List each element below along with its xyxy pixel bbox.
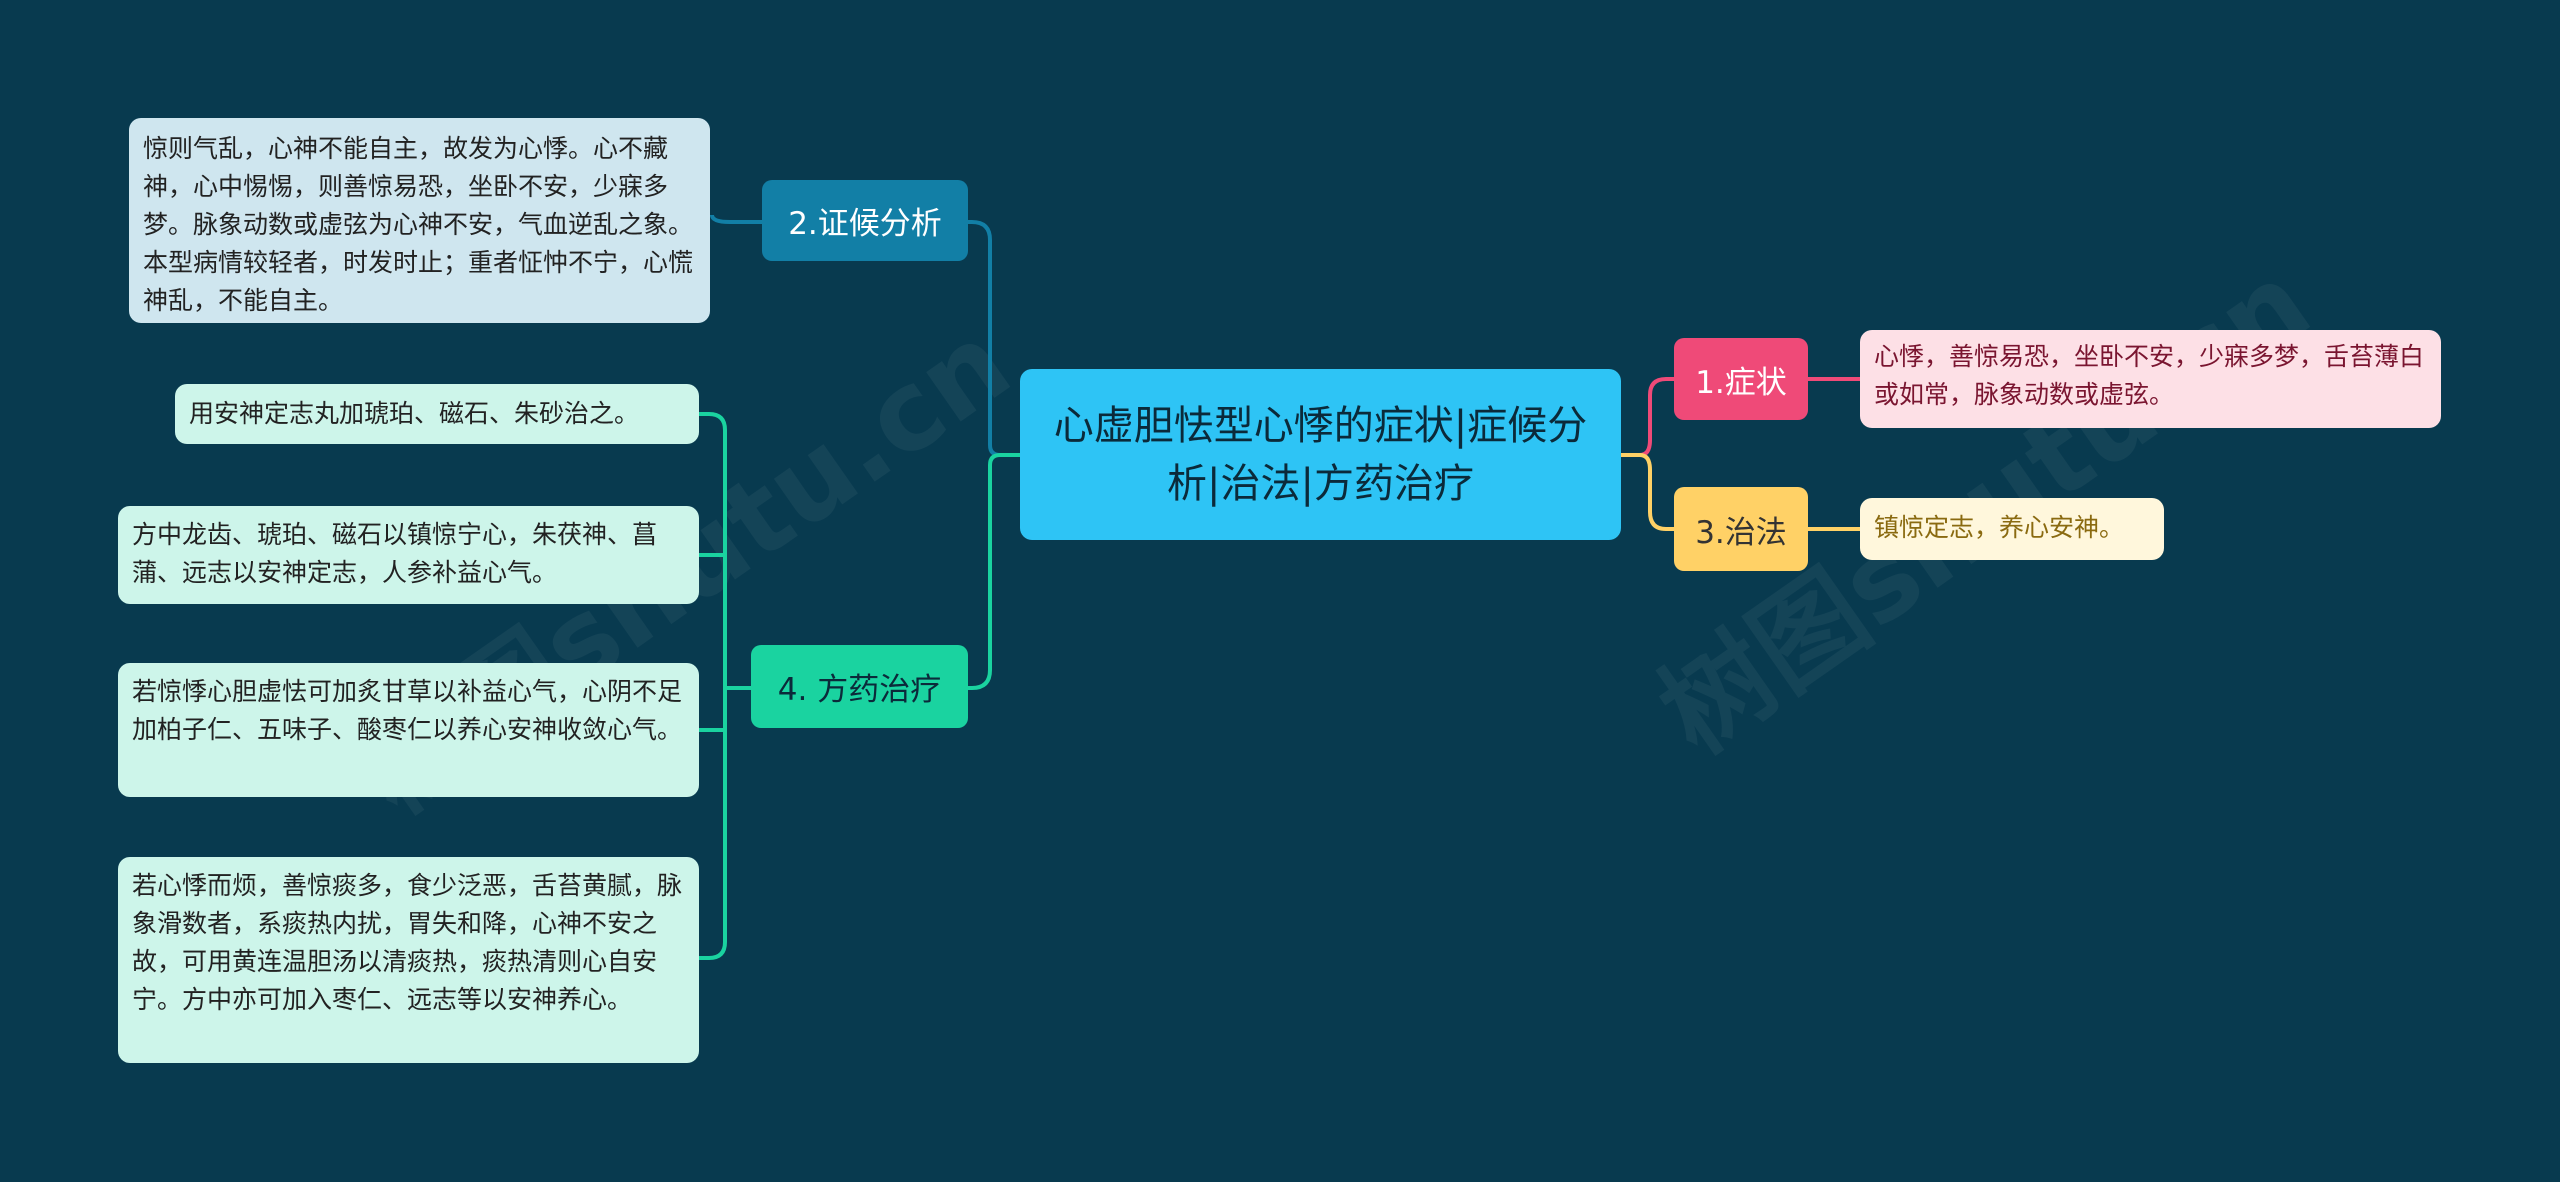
prescription-note-2: 方中龙齿、琥珀、磁石以镇惊宁心，朱茯神、菖蒲、远志以安神定志，人参补益心气。 xyxy=(118,506,699,604)
syndrome-analysis-note: 惊则气乱，心神不能自主，故发为心悸。心不藏神，心中惕惕，则善惊易恐，坐卧不安，少… xyxy=(129,118,710,323)
note-text: 镇惊定志，养心安神。 xyxy=(1874,513,2125,542)
prescription-note-3: 若惊悸心胆虚怯可加炙甘草以补益心气，心阴不足加柏子仁、五味子、酸枣仁以养心安神收… xyxy=(118,663,699,797)
branch-label: 3.治法 xyxy=(1695,514,1787,551)
branch-symptoms[interactable]: 1.症状 xyxy=(1674,338,1808,420)
branch-label: 2.证候分析 xyxy=(788,206,942,242)
prescription-note-1: 用安神定志丸加琥珀、磁石、朱砂治之。 xyxy=(175,384,699,444)
note-text: 用安神定志丸加琥珀、磁石、朱砂治之。 xyxy=(189,399,640,428)
note-text: 方中龙齿、琥珀、磁石以镇惊宁心，朱茯神、菖蒲、远志以安神定志，人参补益心气。 xyxy=(132,520,658,587)
treatment-method-note: 镇惊定志，养心安神。 xyxy=(1860,498,2164,560)
note-text: 惊则气乱，心神不能自主，故发为心悸。心不藏神，心中惕惕，则善惊易恐，坐卧不安，少… xyxy=(143,134,694,315)
branch-prescription[interactable]: 4. 方药治疗 xyxy=(751,645,968,728)
note-text: 心悸，善惊易恐，坐卧不安，少寐多梦，舌苔薄白或如常，脉象动数或虚弦。 xyxy=(1874,342,2425,409)
note-text: 若惊悸心胆虚怯可加炙甘草以补益心气，心阴不足加柏子仁、五味子、酸枣仁以养心安神收… xyxy=(132,677,683,744)
symptoms-note: 心悸，善惊易恐，坐卧不安，少寐多梦，舌苔薄白或如常，脉象动数或虚弦。 xyxy=(1860,330,2441,428)
note-text: 若心悸而烦，善惊痰多，食少泛恶，舌苔黄腻，脉象滑数者，系痰热内扰，胃失和降，心神… xyxy=(132,871,683,1014)
prescription-note-4: 若心悸而烦，善惊痰多，食少泛恶，舌苔黄腻，脉象滑数者，系痰热内扰，胃失和降，心神… xyxy=(118,857,699,1063)
central-topic[interactable]: 心虚胆怯型心悸的症状|症候分析|治法|方药治疗 xyxy=(1020,369,1621,540)
branch-label: 4. 方药治疗 xyxy=(777,672,942,708)
branch-syndrome-analysis[interactable]: 2.证候分析 xyxy=(762,180,968,261)
branch-treatment-method[interactable]: 3.治法 xyxy=(1674,487,1808,571)
central-topic-title: 心虚胆怯型心悸的症状|症候分析|治法|方药治疗 xyxy=(1053,402,1588,507)
branch-label: 1.症状 xyxy=(1695,364,1787,401)
